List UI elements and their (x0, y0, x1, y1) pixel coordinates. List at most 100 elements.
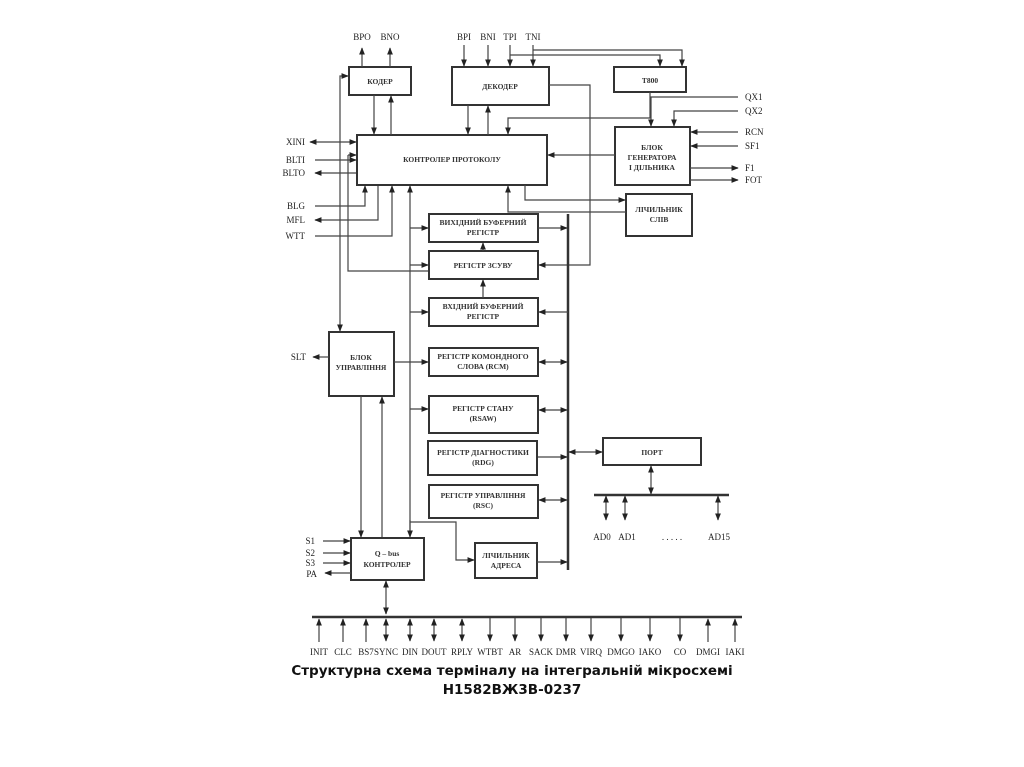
signal-sync: SYNC (374, 647, 398, 657)
output-buffer-label-1: ВИХІДНИЙ БУФЕРНИЙ (440, 218, 527, 227)
signal-iaki: IAKI (726, 647, 745, 657)
signal-qx2: QX2 (745, 106, 763, 116)
q-bus-controller-block: Q – bus КОНТРОЛЕР (350, 537, 425, 581)
signal-rply: RPLY (451, 647, 474, 657)
koder-block: КОДЕР (348, 66, 412, 96)
diagnostics-register-label-2: (RDG) (472, 458, 494, 467)
signal-virq: VIRQ (580, 647, 602, 657)
caption-line-1: Структурна схема терміналу на інтегральн… (291, 663, 733, 679)
signal-init: INIT (310, 647, 328, 657)
control-register-block: РЕГІСТР УПРАВЛІННЯ (RSC) (428, 484, 539, 519)
signal-co: CO (674, 647, 687, 657)
diagnostics-register-label-1: РЕГІСТР ДІАГНОСТИКИ (437, 448, 529, 457)
signal-f1: F1 (745, 163, 755, 173)
output-buffer-register-block: ВИХІДНИЙ БУФЕРНИЙ РЕГІСТР (428, 213, 539, 243)
t800-label: T800 (642, 76, 659, 85)
dekoder-inputs: BPI BNI TPI TNI (457, 32, 685, 67)
dekoder-label: ДЕКОДЕР (482, 82, 518, 91)
koder-outputs: BPO BNO (353, 32, 400, 67)
control-block: БЛОК УПРАВЛІННЯ (328, 331, 395, 397)
signal-qx1: QX1 (745, 92, 763, 102)
signal-dout: DOUT (422, 647, 447, 657)
signal-blti: BLTI (286, 155, 305, 165)
signal-tni: TNI (526, 32, 541, 42)
command-word-label-1: РЕГІСТР КОМОНДНОГО (437, 352, 528, 361)
address-counter-label-1: ЛІЧИЛЬНИК (482, 551, 530, 560)
shift-register-block: РЕГІСТР ЗСУВУ (428, 250, 539, 280)
status-register-block: РЕГІСТР СТАНУ (RSAW) (428, 395, 539, 434)
signal-sack: SACK (529, 647, 554, 657)
word-counter-label-1: ЛІЧИЛЬНИК (635, 205, 683, 214)
signal-pa: PA (306, 569, 317, 579)
status-register-label-1: РЕГІСТР СТАНУ (453, 404, 514, 413)
signal-bpi: BPI (457, 32, 471, 42)
signal-s2: S2 (305, 548, 315, 558)
signal-ar: AR (509, 647, 522, 657)
q-bus-controller-label-1: Q – bus (375, 549, 400, 558)
diagnostics-register-block: РЕГІСТР ДІАГНОСТИКИ (RDG) (427, 440, 538, 476)
word-counter-block: ЛІЧИЛЬНИК СЛІВ (625, 193, 693, 237)
dekoder-block: ДЕКОДЕР (451, 66, 550, 106)
output-buffer-label-2: РЕГІСТР (467, 228, 500, 237)
generator-label-3: І ДІЛЬНИКА (629, 163, 676, 172)
signal-xini: XINI (286, 137, 305, 147)
signal-s3: S3 (305, 558, 315, 568)
port-block: ПОРТ (602, 437, 702, 466)
input-buffer-label-1: ВХІДНИЙ БУФЕРНИЙ (443, 302, 524, 311)
caption-line-2: Н1582ВЖ3В-0237 (442, 682, 582, 698)
figure-caption: Структурна схема терміналу на інтегральн… (0, 662, 1024, 700)
control-block-label-2: УПРАВЛІННЯ (336, 363, 387, 372)
input-buffer-register-block: ВХІДНИЙ БУФЕРНИЙ РЕГІСТР (428, 297, 539, 327)
signal-bni: BNI (480, 32, 496, 42)
signal-clc: CLC (334, 647, 352, 657)
protocol-controller-label: КОНТРОЛЕР ПРОТОКОЛУ (403, 155, 501, 164)
signal-sf1: SF1 (745, 141, 760, 151)
signal-fot: FOT (745, 175, 763, 185)
signal-tpi: TPI (503, 32, 517, 42)
signal-mfl: MFL (286, 215, 305, 225)
signal-dmgi: DMGI (696, 647, 720, 657)
signal-wtt: WTT (286, 231, 306, 241)
signal-iako: IAKO (639, 647, 662, 657)
address-counter-label-2: АДРЕСА (491, 561, 522, 570)
signal-blg: BLG (287, 201, 306, 211)
signal-wtbt: WTBT (477, 647, 503, 657)
port-signals: AD0 AD1 . . . . . AD15 (593, 495, 730, 542)
protocol-controller-block: КОНТРОЛЕР ПРОТОКОЛУ (356, 134, 548, 186)
signal-blto: BLTO (282, 168, 305, 178)
generator-signals: QX1 QX2 RCN SF1 F1 FOT (648, 92, 764, 185)
qbus-left-signals: S1 S2 S3 PA (305, 536, 351, 579)
command-word-register-block: РЕГІСТР КОМОНДНОГО СЛОВА (RCM) (428, 347, 539, 377)
slt-signal: SLT (291, 352, 329, 362)
signal-din: DIN (402, 647, 418, 657)
signal-ad15: AD15 (708, 532, 730, 542)
t800-block: T800 (613, 66, 687, 93)
q-bus-controller-label-2: КОНТРОЛЕР (363, 560, 411, 569)
signal-ad1: AD1 (618, 532, 636, 542)
shift-register-label: РЕГІСТР ЗСУВУ (454, 261, 513, 270)
input-buffer-label-2: РЕГІСТР (467, 312, 500, 321)
control-register-label-2: (RSC) (473, 501, 494, 510)
signal-dmr: DMR (556, 647, 577, 657)
control-register-label-1: РЕГІСТР УПРАВЛІННЯ (441, 491, 526, 500)
signal-slt: SLT (291, 352, 307, 362)
port-label: ПОРТ (641, 448, 662, 457)
status-register-label-2: (RSAW) (470, 414, 497, 423)
command-word-label-2: СЛОВА (RCM) (457, 362, 509, 371)
generator-block: БЛОК ГЕНЕРАТОРА І ДІЛЬНИКА (614, 126, 691, 186)
signal-bpo: BPO (353, 32, 371, 42)
signal-s1: S1 (305, 536, 315, 546)
signal-bs7: BS7 (358, 647, 374, 657)
generator-label-2: ГЕНЕРАТОРА (628, 153, 677, 162)
signal-ellipsis: . . . . . (662, 532, 682, 542)
signal-rcn: RCN (745, 127, 764, 137)
signal-bno: BNO (380, 32, 400, 42)
word-counter-label-2: СЛІВ (650, 215, 669, 224)
signal-ad0: AD0 (593, 532, 611, 542)
generator-label-1: БЛОК (641, 143, 663, 152)
koder-label: КОДЕР (367, 77, 393, 86)
signal-dmgo: DMGO (607, 647, 635, 657)
control-block-label-1: БЛОК (350, 353, 372, 362)
